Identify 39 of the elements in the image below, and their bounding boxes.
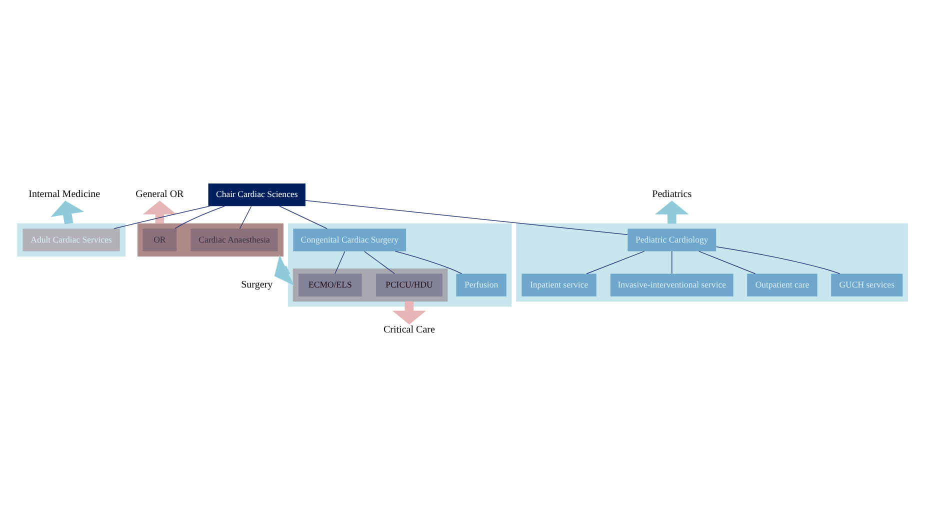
node-box: Adult Cardiac Services [22, 228, 120, 252]
cluster [137, 223, 284, 257]
connector [698, 250, 756, 274]
node-box: Chair Cardiac Sciences [208, 184, 306, 206]
cluster [17, 223, 126, 257]
connector [716, 246, 840, 274]
arrow [654, 200, 689, 224]
cluster [288, 223, 512, 307]
connector [174, 206, 225, 229]
connector [586, 250, 645, 274]
arrow [274, 254, 294, 286]
cluster [516, 223, 908, 302]
connector [305, 200, 628, 235]
node-text: General OR [136, 189, 184, 200]
node-box: PCICU/HDU [376, 274, 442, 296]
node-text: Critical Care [383, 324, 435, 336]
connector [364, 251, 396, 274]
connector [279, 206, 328, 229]
connector [334, 251, 346, 274]
node-box: GUCH services [831, 274, 903, 296]
node-box: Cardiac Anaesthesia [190, 228, 278, 252]
node-box: Congenital Cardiac Surgery [293, 228, 406, 252]
arrow [142, 200, 177, 224]
node-box: OR [142, 228, 177, 252]
node-text: Surgery [241, 279, 273, 290]
connector [239, 206, 252, 229]
node-box: Outpatient care [747, 274, 818, 296]
node-box: Inpatient service [522, 274, 596, 296]
arrow [50, 200, 84, 224]
node-box: Perfusion [456, 274, 506, 296]
arrow [392, 301, 426, 325]
node-box: Pediatric Cardiology [628, 228, 716, 252]
connector [394, 250, 462, 274]
node-text: Pediatrics [652, 189, 692, 200]
connector [114, 206, 210, 229]
node-box: ECMO/ELS [298, 274, 362, 296]
node-box: Invasive-interventional service [610, 274, 734, 296]
cluster [292, 268, 448, 302]
node-text: Internal Medicine [28, 189, 100, 200]
